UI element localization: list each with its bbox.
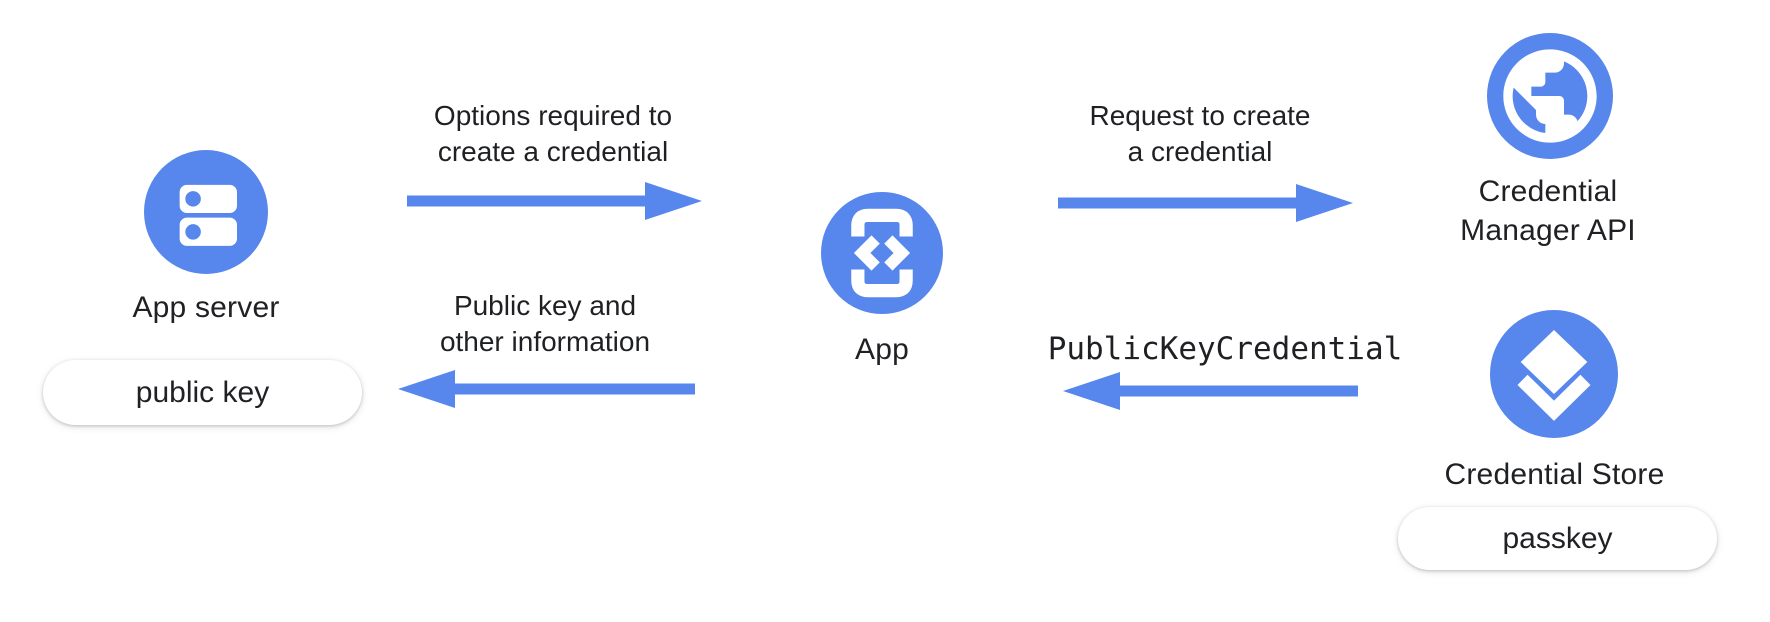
credential-manager-label: Credential Manager API: [1460, 175, 1636, 247]
public-key-info-flow-label: Public key and other information: [439, 290, 651, 357]
credential-manager-node: [1487, 33, 1613, 159]
options-flow-label: Options required to create a credential: [433, 100, 673, 167]
credential-store-node: [1490, 310, 1618, 438]
public-key-pill-label: public key: [135, 375, 270, 409]
passkey-pill: passkey: [1398, 507, 1717, 570]
phone-code-icon: [851, 208, 913, 298]
request-flow-label: Request to create a credential: [1089, 100, 1311, 167]
passkey-pill-label: passkey: [1502, 521, 1613, 555]
public-key-credential-flow-label: PublicKeyCredential: [1047, 331, 1403, 367]
globe-icon: [1503, 49, 1597, 143]
public-key-info-arrow-left-icon: [397, 369, 695, 409]
app-server-node: [144, 150, 268, 274]
app-server-label: App server: [132, 291, 280, 324]
layers-icon: [1517, 330, 1591, 421]
public-key-credential-arrow-left-icon: [1062, 371, 1358, 411]
server-icon: [179, 184, 237, 246]
app-node: [821, 192, 943, 314]
app-label: App: [855, 333, 909, 366]
credential-store-label: Credential Store: [1444, 458, 1665, 491]
request-arrow-right-icon: [1058, 183, 1354, 223]
public-key-pill: public key: [43, 360, 362, 425]
options-arrow-right-icon: [407, 181, 703, 221]
